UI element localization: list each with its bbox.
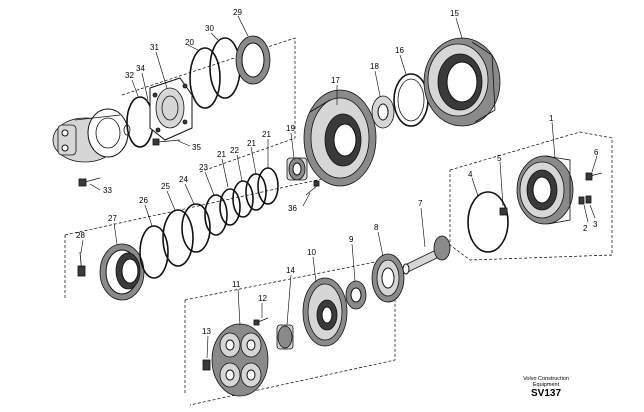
callout-21-top: 21 [262, 130, 271, 139]
ring-21-a [219, 188, 241, 226]
ring-30 [209, 37, 241, 99]
ring-25 [162, 209, 194, 267]
callout-17: 17 [331, 76, 340, 85]
callout-34: 34 [136, 64, 145, 73]
ring-gear-1 [516, 155, 574, 225]
washer-18 [371, 95, 395, 129]
ring-21-c [257, 167, 279, 205]
callout-26: 26 [139, 196, 148, 205]
callout-9: 9 [349, 235, 354, 244]
gear-19 [286, 157, 308, 181]
ring-24 [181, 203, 211, 253]
callout-30: 30 [205, 24, 214, 33]
callout-7: 7 [418, 199, 423, 208]
callout-22: 22 [230, 146, 239, 155]
bolt-28 [77, 251, 86, 277]
seal-16 [393, 73, 429, 127]
callout-28: 28 [76, 231, 85, 240]
ring-26 [139, 225, 169, 279]
callout-8: 8 [374, 223, 379, 232]
ring-32 [126, 96, 154, 148]
callout-1: 1 [549, 114, 554, 123]
callout-19: 19 [286, 124, 295, 133]
watermark-line-1: Volvo Construction [523, 376, 569, 382]
carrier-gear-8 [371, 253, 405, 303]
bolt-6 [585, 172, 603, 181]
callout-4: 4 [468, 170, 473, 179]
callout-6: 6 [594, 148, 599, 157]
callout-33: 33 [103, 186, 112, 195]
ring-22 [232, 180, 254, 218]
callout-36: 36 [288, 204, 297, 213]
callout-11: 11 [232, 280, 241, 289]
pin-36 [305, 180, 320, 196]
callout-3: 3 [593, 220, 598, 229]
callout-27: 27 [108, 214, 117, 223]
callout-23: 23 [199, 163, 208, 172]
pin-13 [202, 359, 211, 371]
callout-5: 5 [497, 154, 502, 163]
shaft-7 [402, 235, 451, 275]
bolt-33 [78, 177, 101, 187]
gear-9 [345, 280, 367, 310]
bearing-27 [99, 243, 145, 301]
housing-17 [303, 89, 377, 187]
callout-35: 35 [192, 143, 201, 152]
publisher-watermark: Volvo Construction Equipment SV137 [510, 376, 582, 400]
callout-21-mid: 21 [247, 139, 256, 148]
callout-12: 12 [258, 294, 267, 303]
ring-23 [204, 194, 228, 236]
planetary-set-11 [211, 323, 269, 397]
callout-13: 13 [202, 327, 211, 336]
carrier-10 [302, 277, 348, 347]
callout-25: 25 [161, 182, 170, 191]
callout-20: 20 [185, 38, 194, 47]
callout-18: 18 [370, 62, 379, 71]
watermark-line-2: Equipment [532, 382, 560, 388]
bolt-35 [152, 138, 181, 146]
callout-15: 15 [450, 9, 459, 18]
callout-2: 2 [583, 224, 588, 233]
seal-29 [235, 35, 271, 85]
callout-14: 14 [286, 266, 295, 275]
callout-16: 16 [395, 46, 404, 55]
ring-20 [189, 47, 221, 109]
plug-5 [499, 207, 508, 216]
cover-31 [149, 77, 193, 141]
callout-31: 31 [150, 43, 159, 52]
housing-15 [423, 37, 501, 127]
bolt-12 [253, 317, 269, 326]
callout-29: 29 [233, 8, 242, 17]
leader-lines [80, 15, 598, 359]
callout-32: 32 [125, 71, 134, 80]
callout-labels: 1 2 3 4 5 6 7 8 9 10 11 12 13 14 15 16 1… [76, 8, 599, 336]
callout-21-low: 21 [217, 150, 226, 159]
bolt-2 [578, 196, 585, 205]
callout-24: 24 [179, 175, 188, 184]
hydraulic-motor [52, 108, 129, 163]
gear-14 [276, 324, 294, 350]
callout-10: 10 [307, 248, 316, 257]
diagram-code: SV137 [530, 388, 562, 399]
ring-4 [467, 191, 509, 253]
bolt-3 [585, 195, 592, 204]
